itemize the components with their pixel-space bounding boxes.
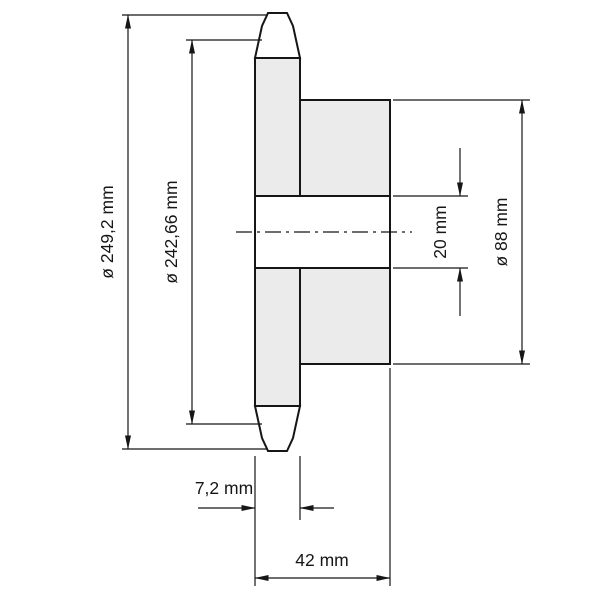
plate-edges bbox=[254, 57, 301, 407]
dim-tooth-width: 7,2 mm bbox=[195, 478, 334, 511]
dim-tip-diameter: ø 249,2 mm bbox=[97, 14, 268, 450]
dim-bore-extension-lines bbox=[393, 195, 468, 269]
dim-tooth-width-label: 7,2 mm bbox=[195, 478, 253, 498]
dim-tip-extension-lines bbox=[122, 14, 268, 450]
dim-pitch-label: ø 242,66 mm bbox=[161, 180, 181, 283]
dim-bore-label: 20 mm bbox=[430, 205, 450, 258]
dim-pitch-diameter: ø 242,66 mm bbox=[161, 39, 262, 425]
sprocket-body bbox=[236, 12, 412, 452]
dim-hub-diameter: ø 88 mm bbox=[393, 99, 530, 365]
bottom-tooth bbox=[253, 405, 302, 452]
dim-bore: 20 mm bbox=[393, 148, 468, 316]
dim-pitch-extension-lines bbox=[186, 39, 262, 425]
dim-hub-length-label: 42 mm bbox=[295, 550, 348, 570]
bore-edges bbox=[254, 195, 391, 269]
dim-hub-label: ø 88 mm bbox=[491, 197, 511, 266]
dim-hub-length: 42 mm bbox=[254, 550, 391, 581]
top-tooth bbox=[253, 12, 302, 59]
dim-hub-extension-lines bbox=[393, 99, 530, 365]
dim-tip-label: ø 249,2 mm bbox=[97, 185, 117, 278]
